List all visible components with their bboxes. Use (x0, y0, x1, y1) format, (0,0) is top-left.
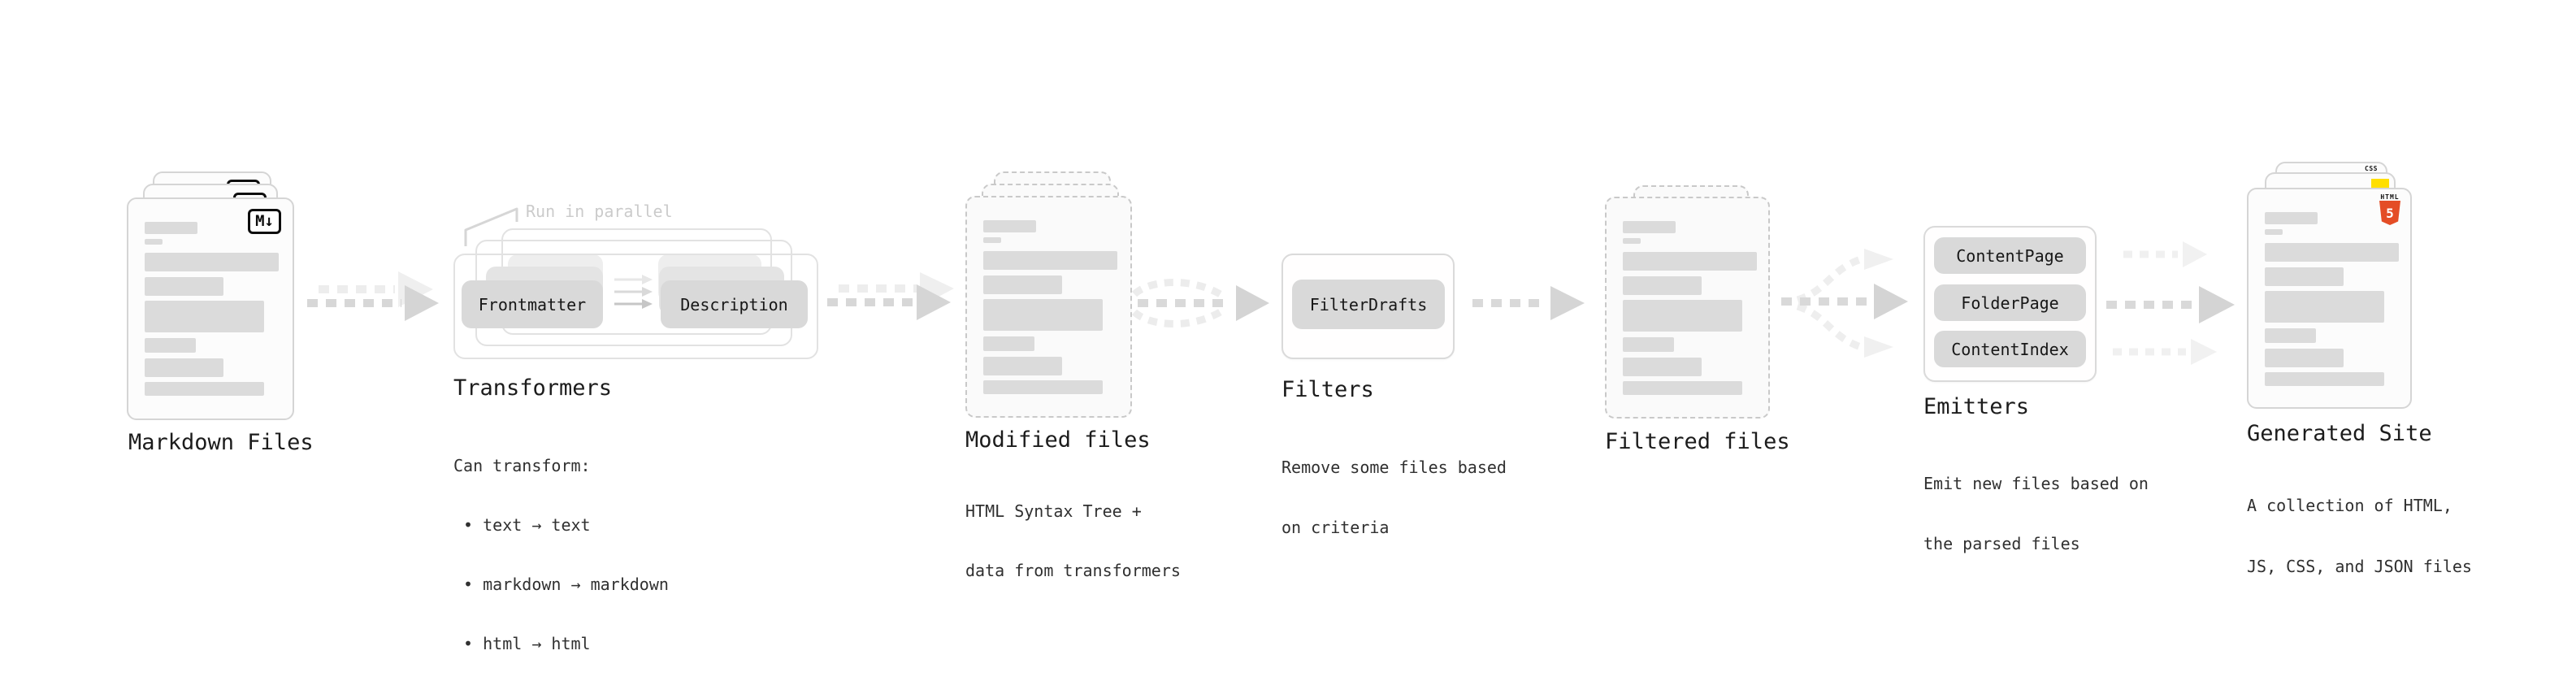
stage-label: Transformers (453, 375, 613, 401)
stage-label: Emitters (1923, 394, 2030, 419)
html5-icon: HTML 5 (2379, 193, 2400, 225)
stage-note: Remove some files based on criteria (1281, 418, 1507, 577)
file-card: HTML 5 (2247, 188, 2412, 409)
arrows-emitters-to-generated (2106, 241, 2235, 365)
note-line: Remove some files based (1281, 458, 1507, 477)
stage-note: Emit new files based on the parsed files (1923, 434, 2149, 593)
stage-label: Filters (1281, 377, 1374, 402)
file-content-skeleton (128, 199, 293, 419)
stage-label: Filtered files (1605, 429, 1790, 454)
stage-label: Modified files (965, 427, 1151, 453)
html5-icon-label: HTML (2380, 193, 2400, 201)
arrow-markdown-to-transformers (307, 271, 439, 321)
stage-note: A collection of HTML, JS, CSS, and JSON … (2247, 456, 2472, 617)
stage-note: HTML Syntax Tree + data from transformer… (965, 462, 1181, 620)
note-line: Can transform: (453, 456, 591, 475)
arrow-filters-to-filtered (1472, 286, 1585, 320)
markdown-icon: M↓ (248, 209, 281, 234)
stage-label: Markdown Files (128, 430, 314, 455)
note-line: the parsed files (1923, 534, 2080, 553)
file-content-skeleton (1607, 198, 1768, 417)
emitter-pill-folderpage: FolderPage (1934, 284, 2086, 321)
file-content-skeleton (2249, 189, 2410, 407)
transformer-pill-description: Description (661, 280, 808, 328)
arrow-modified-to-filters-merge (1131, 279, 1269, 327)
file-card: M↓ (127, 197, 294, 420)
note-line: Emit new files based on (1923, 474, 2149, 493)
note-line: • text → text (453, 515, 591, 535)
stage-note: Can transform: • text → text • markdown … (453, 417, 669, 681)
css-icon-label: CSS (2365, 165, 2378, 172)
note-line: JS, CSS, and JSON files (2247, 557, 2472, 576)
html5-icon-number: 5 (2386, 205, 2394, 221)
filter-pill-filterdrafts: FilterDrafts (1292, 280, 1445, 329)
note-line: A collection of HTML, (2247, 496, 2452, 515)
note-line: data from transformers (965, 561, 1181, 580)
file-card (965, 196, 1132, 418)
transformer-box (453, 254, 818, 359)
emitter-pill-contentindex: ContentIndex (1934, 331, 2086, 367)
js-icon (2371, 179, 2389, 189)
file-content-skeleton (967, 197, 1130, 416)
emitter-pill-contentpage: ContentPage (1934, 237, 2086, 274)
file-card (1605, 197, 1770, 419)
note-line: HTML Syntax Tree + (965, 501, 1142, 521)
run-in-parallel-annotation: Run in parallel (526, 202, 673, 221)
arrow-filtered-to-emitters-fanout (1781, 249, 1908, 358)
note-line: • markdown → markdown (453, 575, 669, 594)
arrow-transformers-to-modified (827, 272, 954, 320)
note-line: • html → html (453, 634, 591, 653)
note-line: on criteria (1281, 518, 1390, 537)
transformer-pill-frontmatter: Frontmatter (462, 280, 603, 328)
stage-label: Generated Site (2247, 421, 2432, 446)
